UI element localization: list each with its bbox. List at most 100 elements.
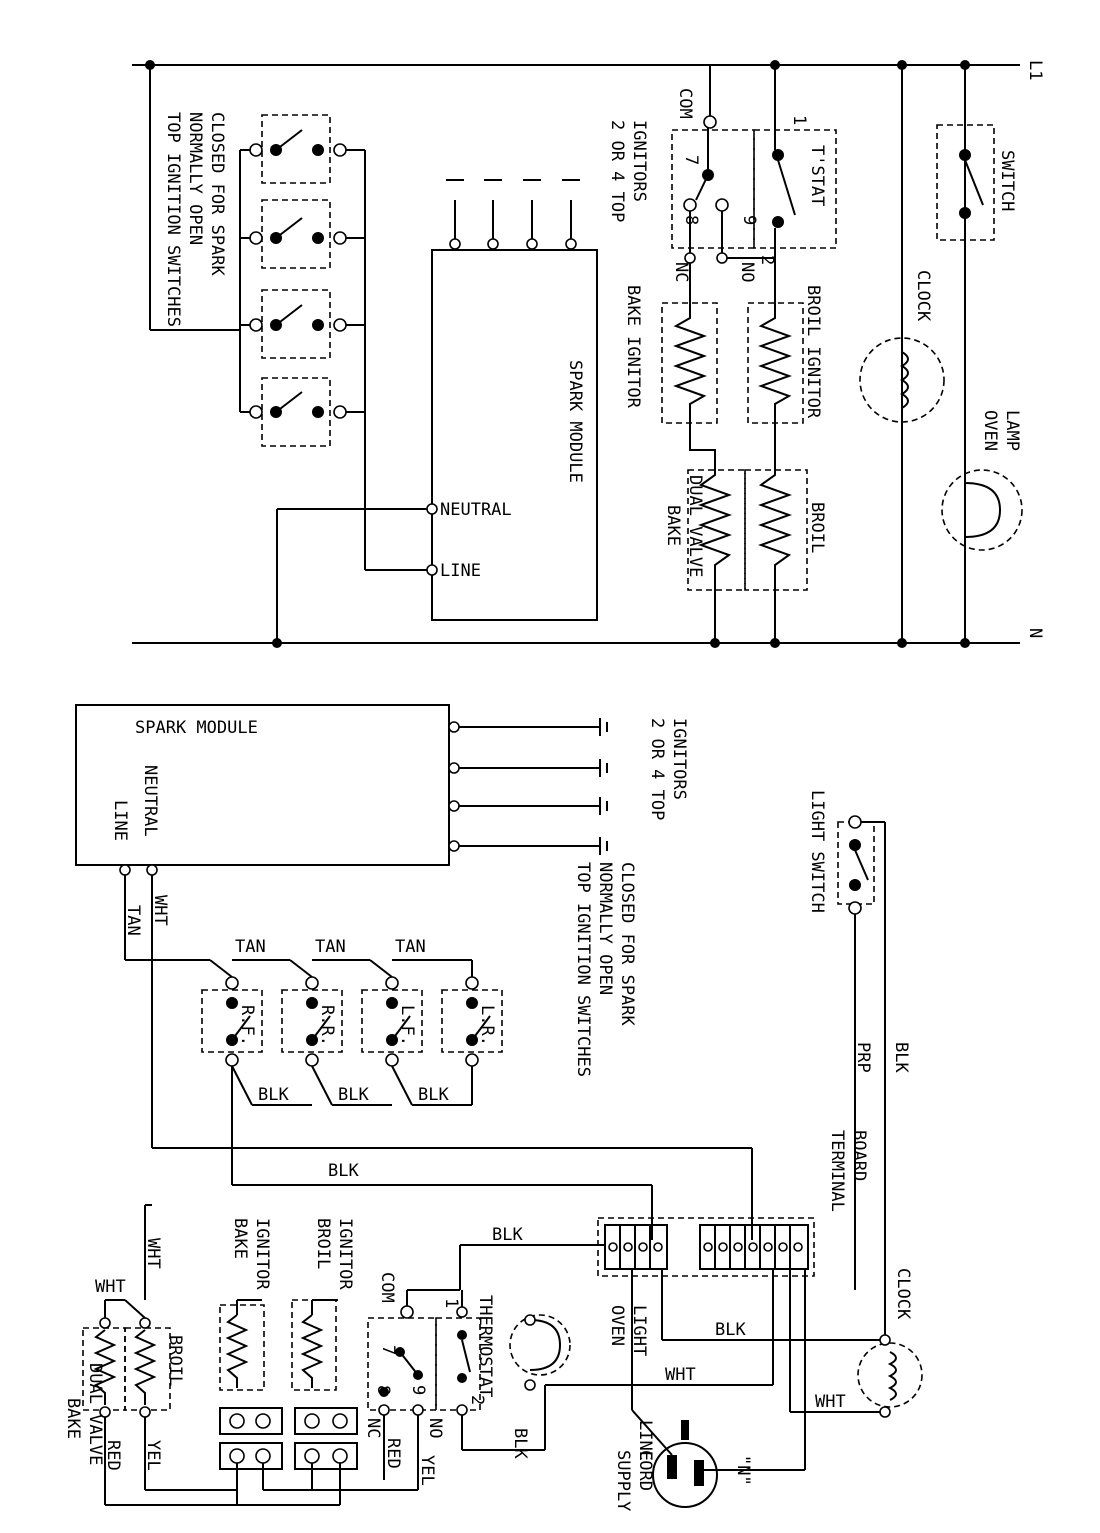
wire-wht-2: WHT: [665, 1365, 696, 1385]
wire-tan-3: TAN: [315, 937, 346, 957]
wire-red-2: RED: [103, 1440, 123, 1471]
wire-wht-5: WHT: [95, 1277, 126, 1297]
light-switch: [837, 815, 886, 1340]
ignitors-label: 2 OR 4 TOP IGNITORS: [607, 120, 649, 233]
connector-blocks: [219, 1407, 358, 1470]
dual-valve-2: [82, 1204, 171, 1505]
switch-contacts: [249, 129, 347, 419]
top-ignition-switches-2: [201, 959, 503, 1148]
wire-blk-8: BLK: [510, 1428, 530, 1459]
thermostat-block: [367, 1289, 546, 1451]
bake-ignitor-label: BAKE IGNITOR: [623, 285, 643, 409]
tp2: 2: [467, 1395, 487, 1405]
line-label: LINE: [440, 561, 481, 581]
top-switches-label-2: TOP IGNITION SWITCHES NORMALLY OPEN CLOS…: [573, 862, 637, 1087]
broil-ignitor-label-2: BROIL IGNITOR: [313, 1218, 355, 1290]
t8: 8: [681, 215, 701, 225]
no-label: NO: [737, 262, 757, 282]
switch-label: SWITCH: [997, 150, 1017, 211]
wire-blk-4: BLK: [328, 1161, 359, 1181]
no-label-2: NO: [425, 1418, 445, 1438]
wire-wht-1: WHT: [150, 895, 170, 926]
l1-label: L1: [1025, 60, 1045, 80]
top-switches-label: TOP IGNITION SWITCHES NORMALLY OPEN CLOS…: [163, 112, 227, 337]
ignitor-terminals: [446, 179, 580, 250]
com-label: COM: [675, 88, 695, 119]
t1: 1: [789, 115, 809, 125]
oven-light-circle: [509, 1314, 571, 1376]
clock-circle: [859, 337, 945, 423]
terminal-board: [597, 1217, 815, 1277]
thermostat-label: THERMOSTAT: [475, 1295, 495, 1397]
broil-ignitor-2: [291, 1299, 338, 1391]
spark-module-box: [431, 249, 598, 621]
bake-ignitor: [661, 302, 718, 424]
ignitors-label-2: 2 OR 4 TOP IGNITORS: [647, 718, 689, 831]
tp9: 9: [408, 1385, 428, 1395]
wire-tan-2: TAN: [235, 937, 266, 957]
broil-valve-label: BROIL: [807, 502, 827, 553]
bake-ignitor-label-2: BAKE IGNITOR: [230, 1218, 272, 1290]
light-switch-label: LIGHT SWITCH: [807, 790, 827, 913]
broil-label-2: BROIL: [165, 1335, 185, 1386]
oven-light-label: OVEN LIGHT: [607, 1305, 649, 1356]
wire-prp: PRP: [853, 1042, 873, 1073]
broil-ignitor: [747, 300, 804, 424]
neutral-label: NEUTRAL: [440, 500, 512, 520]
wire-wht-3: WHT: [815, 1392, 846, 1412]
nc-label: NC: [671, 262, 691, 282]
com-label-2: COM: [377, 1272, 397, 1303]
wire-blk-2: BLK: [338, 1085, 369, 1105]
supply-plug: [631, 1409, 718, 1508]
sw-rf: R.F.: [237, 1005, 257, 1046]
ignitor-outputs: [448, 718, 608, 855]
line-label-3: LINE: [635, 1420, 655, 1461]
t7: 7: [681, 155, 701, 165]
schematic-diagram: L1 N: [132, 60, 1045, 648]
wire-blk-7: BLK: [715, 1320, 746, 1340]
clock-circle-2: [857, 1342, 923, 1408]
wire-blk-5: BLK: [891, 1042, 911, 1073]
wire-red-1: RED: [383, 1438, 403, 1469]
t9: 9: [739, 215, 759, 225]
supply-cord-label: SUPPLY CORD: [613, 1450, 655, 1522]
terminal-board-label: TERMINAL BOARD: [827, 1130, 869, 1222]
oven-lamp-circle: [941, 469, 1023, 551]
dual-valve-label: BAKE DUAL VALVE: [63, 1363, 105, 1465]
wire-blk-6: BLK: [492, 1225, 523, 1245]
wire-tan-4: TAN: [395, 937, 426, 957]
spark-module-label-2: SPARK MODULE: [135, 718, 258, 738]
clock-label-2: CLOCK: [893, 1268, 913, 1320]
n-plug-label: "N": [733, 1455, 753, 1486]
sw-rr: R.R.: [317, 1005, 337, 1046]
clock-label: CLOCK: [913, 270, 933, 322]
wire-tan-1: TAN: [123, 905, 143, 936]
tp1: 1: [441, 1298, 461, 1308]
tp8: 8: [373, 1385, 393, 1395]
dual-valve: [687, 420, 808, 643]
n-label: N: [1025, 628, 1045, 638]
t2: 2: [757, 255, 777, 265]
switch-box: [936, 124, 995, 241]
neutral-label-2: NEUTRAL: [140, 765, 160, 837]
nc-label-2: NC: [363, 1418, 383, 1438]
sw-lf: L.F.: [397, 1005, 417, 1046]
spark-module-label: SPARK MODULE: [565, 360, 585, 483]
line-label-2: LINE: [110, 800, 130, 841]
bake-valve-label: BAKE DUAL VALVE: [663, 475, 705, 577]
sw-lr: L.R.: [477, 1005, 497, 1046]
tstat-block: [671, 65, 837, 305]
tp7: 7: [378, 1345, 398, 1355]
wire-blk-1: BLK: [258, 1085, 289, 1105]
wire-yel-2: YEL: [143, 1440, 163, 1471]
top-ignition-switches: [239, 114, 366, 570]
wire-yel-1: YEL: [417, 1455, 437, 1486]
spark-module-box-2: [75, 704, 450, 866]
pictorial-diagram: SPARK MODULE NEUTRAL LINE 2 OR 4 TOP IGN…: [63, 704, 923, 1522]
bake-ignitor-2: [219, 1299, 265, 1391]
wire-blk-3: BLK: [418, 1085, 449, 1105]
oven-lamp-label: OVEN LAMP: [980, 410, 1022, 461]
tstat-label: T'STAT: [807, 145, 827, 206]
broil-ignitor-label: BROIL IGNITOR: [803, 285, 823, 419]
